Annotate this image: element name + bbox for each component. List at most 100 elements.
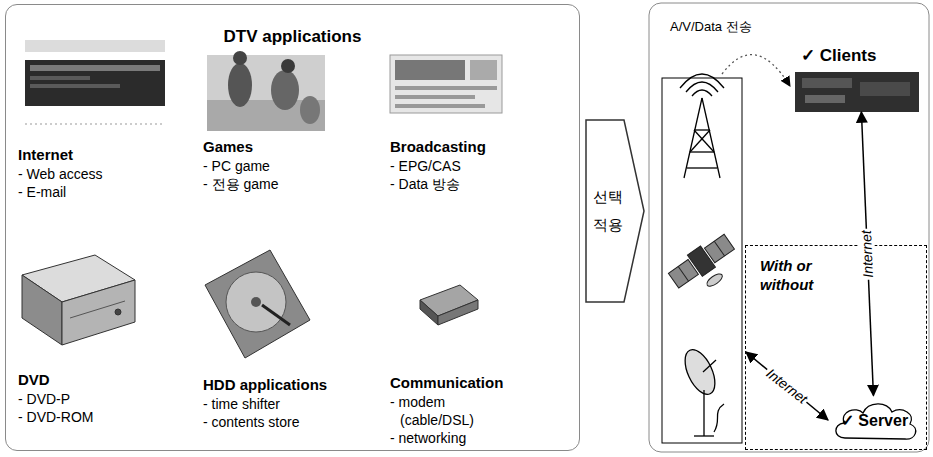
epg-screenshot — [395, 95, 475, 99]
dvd-player — [62, 280, 135, 345]
web-screenshot — [25, 40, 165, 52]
satellite — [705, 272, 724, 289]
system-panel — [649, 3, 929, 452]
broadcast-tower — [680, 74, 724, 88]
game-photo — [271, 70, 299, 110]
application-item: Communication- modem (cable/DSL)- networ… — [390, 373, 508, 447]
node-item: - PC game — [203, 157, 353, 175]
node-heading: 선택 적용 — [590, 183, 626, 240]
epg-screenshot — [395, 86, 497, 90]
selection-arrow: 선택 적용 — [584, 118, 646, 304]
modem-device — [420, 285, 478, 325]
node-heading: Games — [203, 137, 353, 157]
hard-disk — [262, 305, 290, 325]
client-device — [860, 82, 910, 96]
web-screenshot — [25, 124, 165, 125]
dish-antenna — [679, 345, 724, 436]
dish-antenna — [694, 435, 714, 436]
transmission-arc — [722, 55, 790, 86]
game-photo — [281, 59, 295, 73]
broadcast-tower — [692, 90, 712, 96]
node-heading: With or without — [760, 256, 840, 294]
client-device — [802, 78, 852, 88]
satellite — [678, 266, 688, 281]
client-device — [805, 95, 845, 103]
game-photo — [207, 51, 325, 131]
web-screenshot — [25, 60, 165, 106]
hard-disk — [226, 272, 286, 332]
modem-device — [420, 300, 438, 325]
broadcast-tower — [694, 130, 714, 152]
game-photo — [228, 63, 252, 107]
dish-antenna — [714, 404, 724, 432]
node-heading: DTV applications — [6, 27, 579, 47]
optional-group: With or without ✓ Server — [745, 245, 927, 450]
dish-antenna — [703, 360, 716, 372]
node-item: - EPG/CAS — [390, 157, 560, 175]
broadcast-tower — [702, 98, 720, 178]
arrow-outline — [584, 118, 646, 304]
broadcast-tower — [687, 167, 717, 168]
dvd-player — [70, 301, 125, 318]
transmission-box — [662, 78, 742, 443]
broadcast-tower — [686, 82, 718, 92]
dish-antenna — [679, 345, 721, 399]
broadcast-tower — [694, 129, 710, 130]
node-item: - DVD-P — [18, 390, 168, 408]
node-item: - time shifter — [203, 395, 373, 413]
link-label: Internet — [762, 364, 812, 408]
epg-screenshot — [395, 104, 485, 108]
node-item: - E-mail — [18, 183, 178, 201]
node-heading: Internet — [18, 145, 178, 165]
satellite — [666, 231, 745, 303]
node-heading: HDD applications — [203, 375, 373, 395]
broadcast-tower — [690, 130, 710, 152]
epg-screenshot — [395, 60, 465, 80]
hard-disk — [251, 297, 261, 307]
node-item: - Web access — [18, 165, 178, 183]
server-cloud: ✓ Server — [830, 396, 920, 446]
node-heading: Communication — [390, 373, 508, 393]
satellite — [704, 234, 734, 263]
web-screenshot — [30, 65, 160, 71]
dvd-player — [22, 255, 135, 345]
node-item: - contents store — [203, 413, 373, 431]
epg-screenshot — [390, 55, 502, 113]
game-photo — [300, 96, 320, 124]
node-item: - networking — [390, 429, 508, 447]
client-device — [795, 72, 919, 112]
application-item: DVD- DVD-P- DVD-ROM — [18, 370, 168, 426]
dvd-player — [22, 275, 62, 345]
game-photo — [207, 55, 325, 131]
cloud-outline — [835, 403, 915, 438]
node-item: - DVD-ROM — [18, 408, 168, 426]
web-screenshot — [25, 40, 165, 124]
application-item: Internet- Web access- E-mail — [18, 145, 178, 201]
node-heading: Broadcasting — [390, 137, 560, 157]
internet-link — [746, 352, 828, 420]
node-item: - Data 방송 — [390, 175, 560, 193]
application-item: Games- PC game- 전용 game — [203, 137, 353, 193]
node-heading: ✓ Server — [841, 411, 908, 430]
client-box: ✓ Clients — [795, 46, 925, 112]
client-device — [795, 72, 919, 112]
epg-screenshot — [470, 60, 497, 80]
web-screenshot — [30, 76, 90, 80]
arrow-outline — [586, 120, 644, 302]
application-item: HDD applications- time shifter- contents… — [203, 375, 373, 431]
dish-antenna — [703, 390, 704, 436]
epg-screenshot — [390, 55, 502, 113]
link-label: Internet — [858, 228, 876, 280]
hard-disk — [205, 250, 310, 358]
modem-device — [438, 300, 478, 325]
broadcast-tower — [690, 151, 714, 152]
node-item: - modem (cable/DSL) — [390, 393, 508, 429]
applications-panel: DTV applicationsInternet- Web access- E-… — [5, 4, 580, 451]
game-photo — [233, 51, 247, 65]
web-screenshot — [30, 84, 120, 88]
application-item: Broadcasting- EPG/CAS- Data 방송 — [390, 137, 560, 193]
dvd-player — [115, 309, 121, 315]
satellite — [714, 241, 724, 256]
